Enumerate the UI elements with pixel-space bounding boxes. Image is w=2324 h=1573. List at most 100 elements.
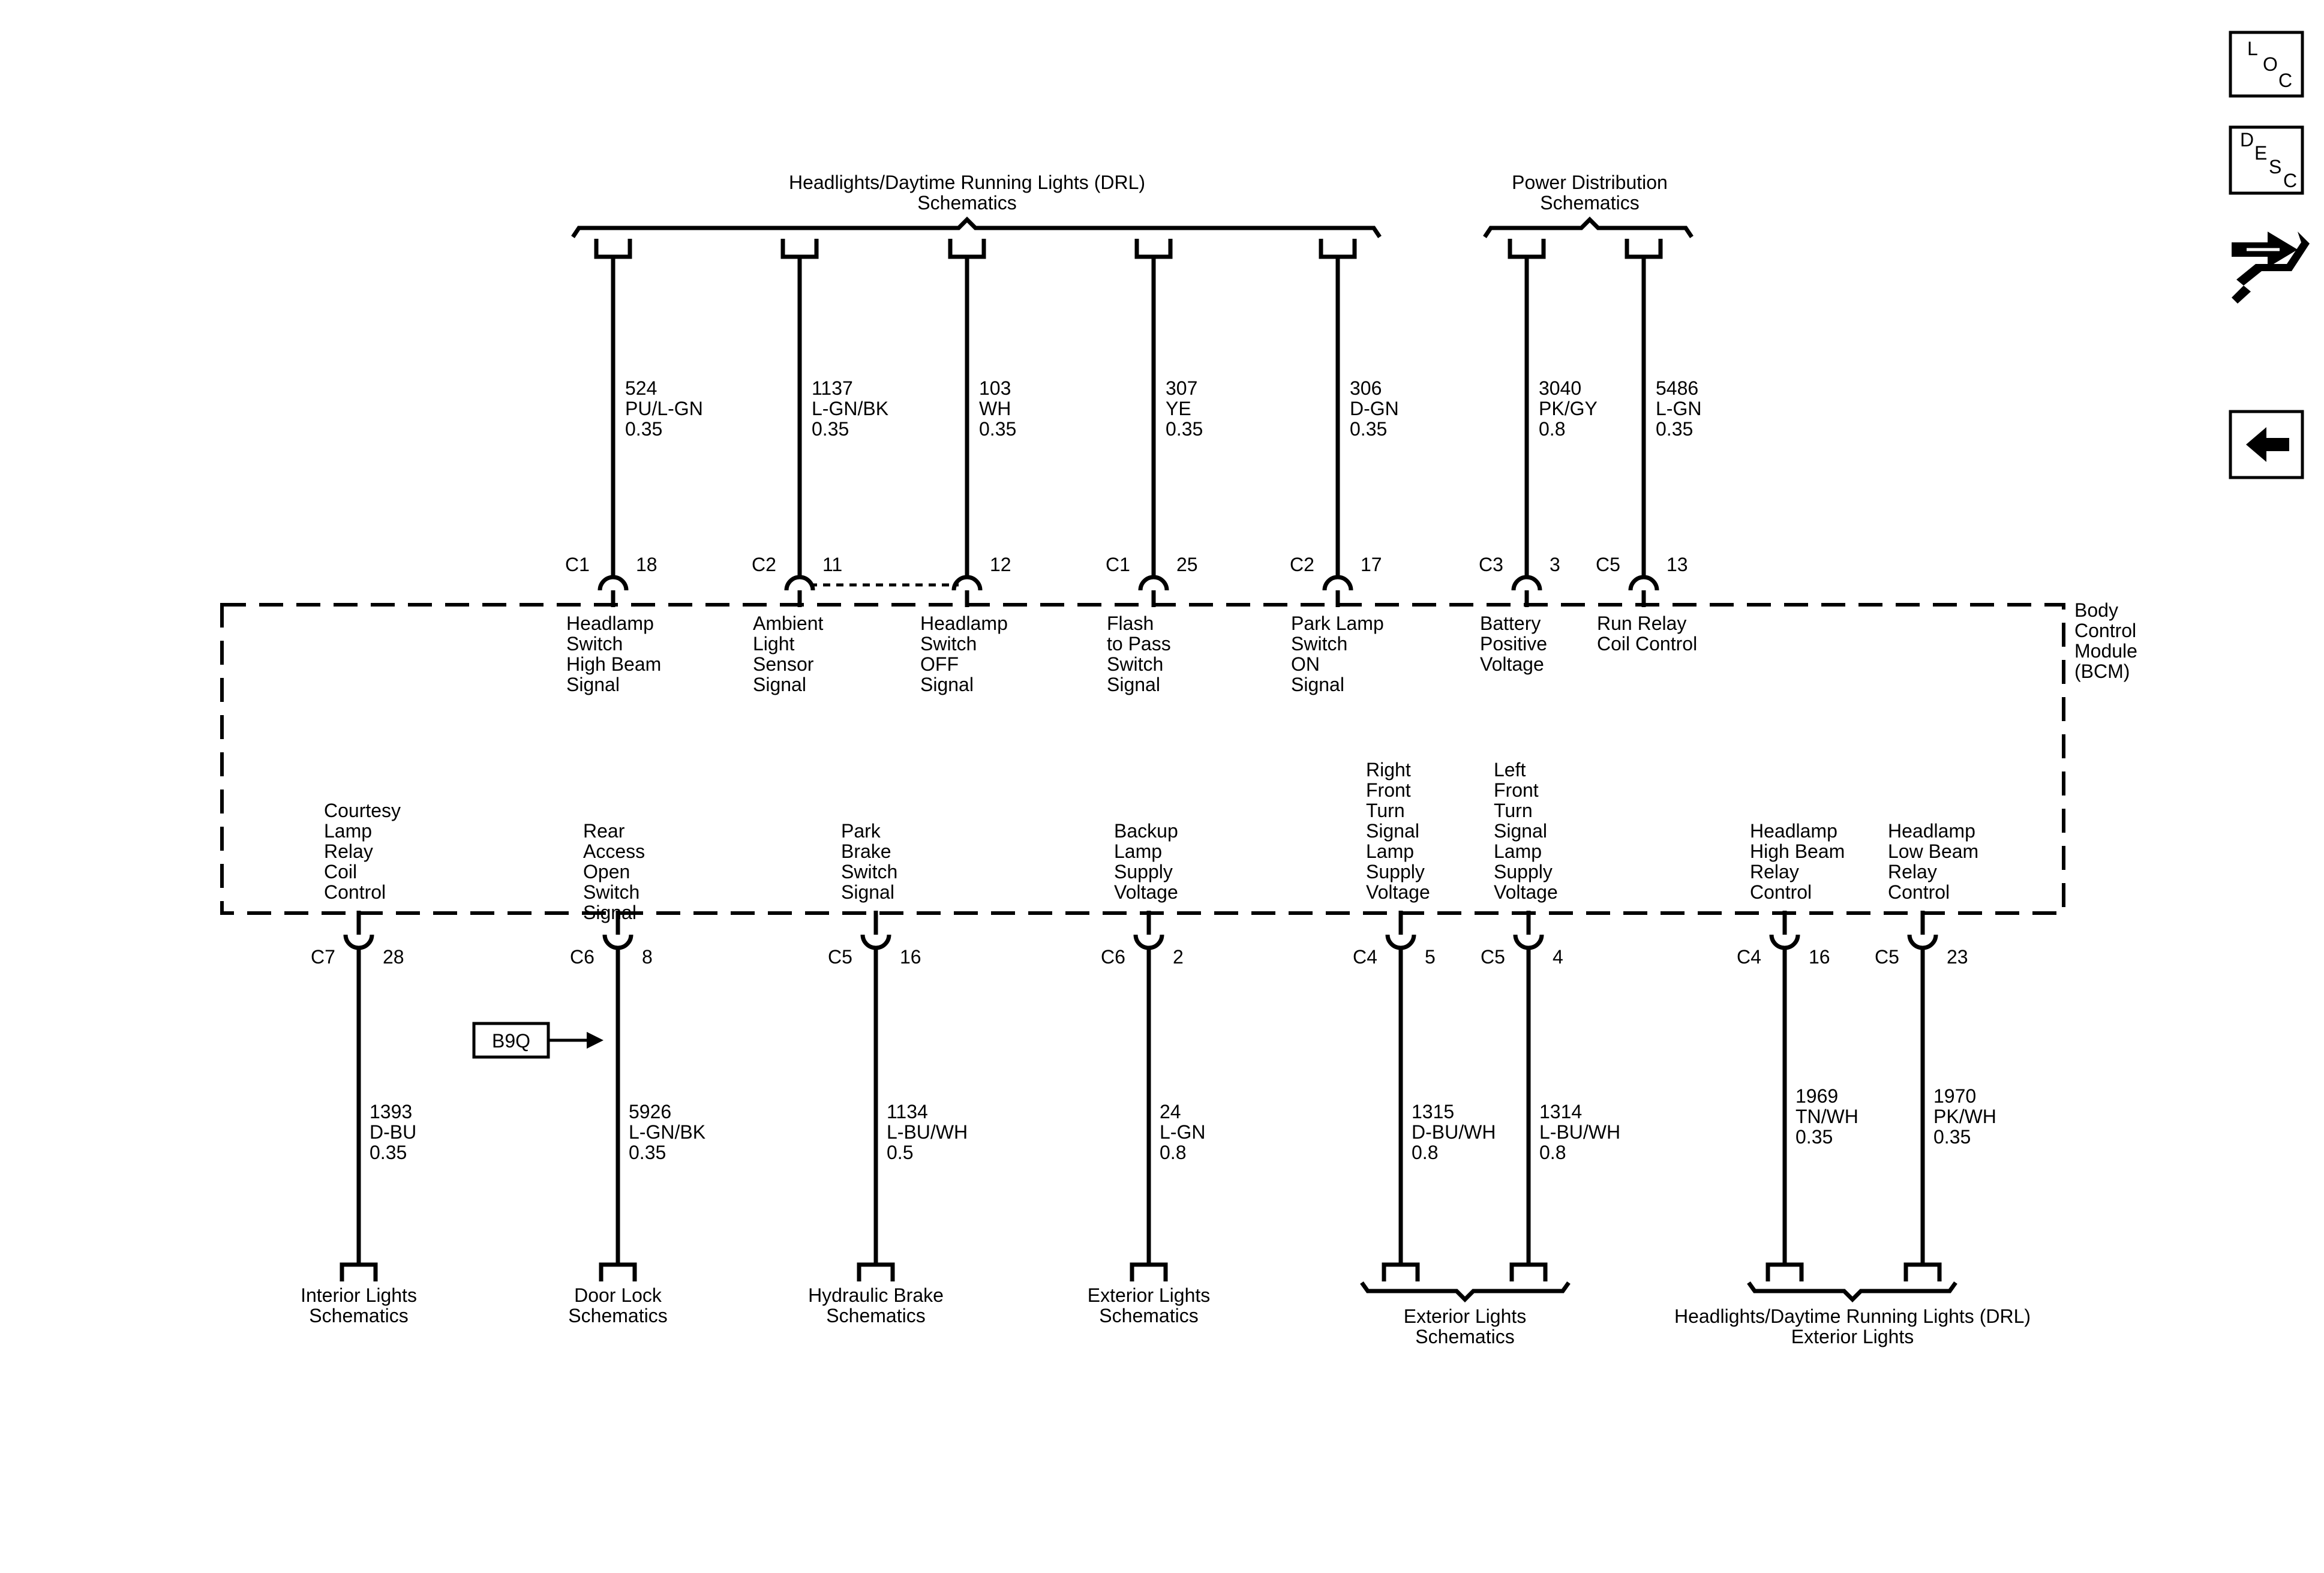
group-bracket	[571, 217, 1382, 238]
circuit-number: 1315	[1412, 1101, 1454, 1122]
wire-gauge: 0.35	[629, 1142, 666, 1163]
function-label: Voltage	[1480, 653, 1544, 675]
svg-text:S: S	[2269, 156, 2281, 178]
wire-gauge: 0.35	[1350, 418, 1387, 440]
circuit-number: 103	[979, 377, 1011, 399]
connector-pin	[1513, 934, 1544, 950]
svg-text:Control: Control	[2074, 620, 2136, 641]
back-arrow-button[interactable]	[2229, 410, 2304, 479]
connector-id: C4	[1353, 946, 1377, 968]
wire-gauge: 0.8	[1539, 1142, 1566, 1163]
top-group-label-line1: Power Distribution	[1512, 172, 1668, 193]
function-label: Right	[1366, 759, 1411, 781]
function-label: Signal	[1494, 820, 1547, 842]
svg-text:C: C	[2278, 70, 2292, 91]
function-label: Headlamp	[920, 613, 1008, 634]
svg-text:E: E	[2254, 142, 2267, 164]
top-group-headlights-drl[interactable]: Headlights/Daytime Running Lights (DRL) …	[571, 172, 1382, 238]
function-label: Switch	[841, 861, 897, 882]
connector-id: C1	[565, 554, 590, 575]
top-group-power-distribution[interactable]: Power Distribution Schematics	[1483, 172, 1694, 238]
back-arrow-icon	[2246, 427, 2289, 462]
pin-number: 3	[1550, 554, 1560, 575]
wire-gauge: 0.35	[1166, 418, 1203, 440]
function-label: Voltage	[1366, 881, 1430, 903]
wire-color: YE	[1166, 398, 1191, 419]
terminal	[1903, 1262, 1942, 1281]
svg-text:O: O	[2263, 53, 2278, 75]
destination-label-line1: Interior Lights	[301, 1284, 417, 1306]
pin-number: 12	[990, 554, 1011, 575]
function-label: Supply	[1114, 861, 1173, 882]
terminal	[1319, 239, 1357, 259]
desc-button[interactable]: D E S C	[2229, 125, 2304, 195]
circuit-number: 1970	[1933, 1085, 1976, 1107]
function-label: Signal	[1291, 674, 1344, 695]
connector-id: C5	[828, 946, 852, 968]
svg-text:(BCM): (BCM)	[2074, 661, 2130, 682]
connector-id: C1	[1106, 554, 1130, 575]
circuit-number: 1969	[1795, 1085, 1838, 1107]
loc-button[interactable]: L O C	[2229, 31, 2304, 98]
wire-gauge: 0.8	[1412, 1142, 1438, 1163]
function-label: Left	[1494, 759, 1526, 781]
function-label: Courtesy	[324, 800, 401, 821]
destination-label-line2: Schematics	[309, 1305, 408, 1326]
destination-group-1[interactable]: Headlights/Daytime Running Lights (DRL)E…	[1674, 1281, 2031, 1347]
pin-number: 16	[900, 946, 921, 968]
destination-label-line1: Headlights/Daytime Running Lights (DRL)	[1674, 1305, 2031, 1327]
function-label: Signal	[920, 674, 974, 695]
circuit-number: 24	[1160, 1101, 1181, 1122]
terminal	[780, 239, 819, 259]
circuit-number: 306	[1350, 377, 1382, 399]
wire-gauge: 0.35	[625, 418, 662, 440]
connector-pin	[343, 934, 374, 950]
wire-gauge: 0.35	[1656, 418, 1693, 440]
wire-gauge: 0.35	[979, 418, 1016, 440]
function-label: to Pass	[1107, 633, 1171, 655]
wire-color: PK/GY	[1539, 398, 1598, 419]
top-group-label-line2: Schematics	[917, 192, 1016, 214]
function-label: Voltage	[1114, 881, 1178, 903]
pin-number: 5	[1425, 946, 1436, 968]
wire-gauge: 0.35	[370, 1142, 407, 1163]
function-label: Signal	[583, 902, 636, 923]
connector-pin	[597, 575, 629, 591]
wire-color: PK/WH	[1933, 1106, 1996, 1127]
function-label: Voltage	[1494, 881, 1558, 903]
function-label: Control	[1888, 881, 1950, 903]
function-label: Headlamp	[566, 613, 654, 634]
wire-color: TN/WH	[1795, 1106, 1858, 1127]
connector-end-view-icon[interactable]	[2232, 232, 2310, 304]
function-label: Signal	[753, 674, 806, 695]
option-tag-b9q: B9Q	[472, 1022, 603, 1059]
function-label: Front	[1366, 779, 1411, 801]
function-label: Lamp	[1366, 840, 1414, 862]
pin-number: 11	[822, 554, 842, 575]
function-label: OFF	[920, 653, 959, 675]
terminal	[1625, 239, 1663, 259]
function-label: Brake	[841, 840, 891, 862]
wire-color: L-BU/WH	[1539, 1121, 1620, 1143]
terminal	[1134, 239, 1173, 259]
